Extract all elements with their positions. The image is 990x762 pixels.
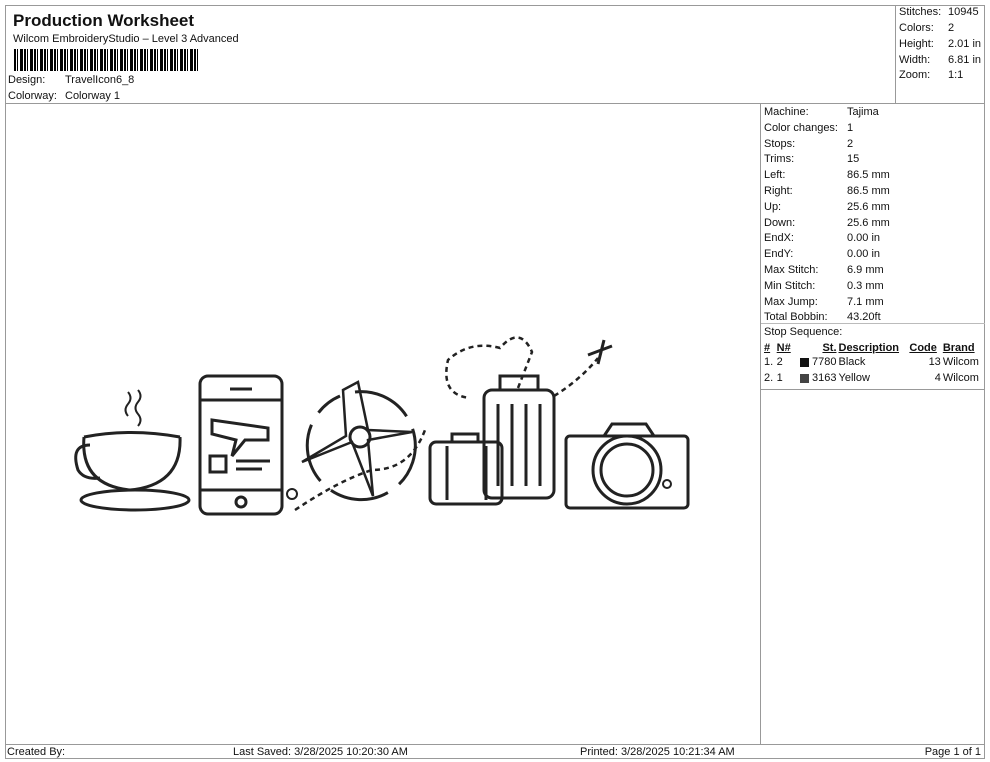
machine-info-value: 43.20ft — [847, 311, 881, 324]
machine-info-label: Max Stitch: — [764, 264, 819, 276]
machine-info-value: 2 — [847, 137, 854, 150]
cell: 7780 — [812, 356, 837, 368]
page-title: Production Worksheet — [13, 11, 195, 30]
smartphone-icon — [198, 374, 284, 516]
machine-info-value: 15 — [847, 153, 860, 166]
cell: 2 — [776, 356, 783, 368]
col-header: Description — [838, 342, 900, 354]
machine-info-label: Max Jump: — [764, 295, 818, 308]
stop-sequence-label: Stop Sequence: — [764, 326, 843, 338]
stat-value: 6.81 in — [948, 54, 982, 66]
col-header: St. — [822, 342, 837, 354]
stat-value: 2.01 in — [948, 38, 982, 50]
machine-info-value: 0.00 in — [847, 248, 881, 261]
stat-label: Height: — [899, 38, 934, 50]
machine-info-label: Down: — [764, 216, 796, 229]
divider — [761, 323, 985, 324]
machine-info-value: 0.3 mm — [847, 279, 884, 292]
cell: 1. — [764, 356, 774, 368]
machine-info-label: Right: — [764, 185, 793, 197]
stop-sequence-table: # N# St. Description Code Brand 1. 2 778… — [763, 342, 985, 386]
coffee-cup-icon — [74, 389, 191, 512]
color-swatch — [800, 373, 810, 383]
machine-info-label: Left: — [764, 169, 786, 182]
machine-info-label: Trims: — [764, 153, 795, 166]
stat-value: 1:1 — [948, 69, 964, 81]
cell: 13 — [928, 356, 941, 368]
color-swatch — [800, 357, 810, 367]
design-value: TravelIcon6_8 — [65, 74, 135, 86]
barcode — [14, 49, 200, 71]
machine-info-value: 0.00 in — [847, 232, 881, 245]
table-row: 2. 1 3163 Yellow 4 Wilcom — [763, 370, 985, 386]
cell: Yellow — [838, 372, 870, 384]
table-row: 1. 2 7780 Black 13 Wilcom — [763, 354, 985, 370]
created-by: Created By: — [7, 746, 66, 758]
page-number: Page 1 of 1 — [924, 746, 981, 758]
machine-info-value: Tajima — [847, 106, 879, 118]
cell: Wilcom — [942, 356, 979, 368]
machine-info-label: Color changes: — [764, 121, 838, 134]
cell: 1 — [776, 372, 783, 384]
colorway-value: Colorway 1 — [65, 90, 121, 102]
cell: 4 — [934, 372, 941, 384]
design-label: Design: — [8, 74, 46, 86]
cell: 2. — [764, 372, 774, 384]
camera-icon — [564, 422, 690, 510]
cell: 3163 — [812, 372, 837, 384]
col-header: Brand — [942, 342, 975, 354]
stat-label: Stitches: — [899, 6, 942, 18]
stat-value: 10945 — [948, 6, 979, 18]
machine-info-label: Machine: — [764, 106, 809, 118]
worksheet-frame — [5, 5, 985, 759]
col-header: Code — [909, 342, 937, 354]
machine-info-value: 1 — [847, 121, 854, 134]
machine-info-label: Stops: — [764, 137, 796, 150]
machine-info-label: Total Bobbin: — [764, 311, 828, 324]
machine-info-label: EndX: — [764, 232, 794, 245]
stat-label: Zoom: — [899, 69, 931, 81]
printed-date: Printed: 3/28/2025 10:21:34 AM — [580, 746, 735, 758]
software-name: Wilcom EmbroideryStudio – Level 3 Advanc… — [13, 33, 239, 45]
machine-info-label: Min Stitch: — [764, 279, 816, 292]
cell: Black — [838, 356, 866, 368]
machine-info-label: EndY: — [764, 248, 794, 261]
machine-info-value: 86.5 mm — [847, 169, 890, 182]
machine-info-label: Up: — [764, 200, 782, 213]
luggage-icon — [428, 336, 613, 506]
col-header: N# — [776, 342, 791, 354]
cell: Wilcom — [942, 372, 979, 384]
colorway-label: Colorway: — [8, 90, 57, 102]
embroidery-design-preview — [74, 336, 690, 516]
footer: Created By: Last Saved: 3/28/2025 10:20:… — [5, 744, 985, 760]
machine-info-value: 6.9 mm — [847, 264, 884, 276]
machine-info-value: 7.1 mm — [847, 295, 884, 308]
stat-value: 2 — [948, 22, 955, 34]
stat-label: Width: — [899, 54, 931, 66]
last-saved: Last Saved: 3/28/2025 10:20:30 AM — [233, 746, 408, 758]
col-header: # — [764, 342, 771, 354]
header: Production Worksheet Wilcom EmbroiderySt… — [5, 5, 895, 104]
stat-label: Colors: — [899, 22, 934, 34]
machine-info-value: 25.6 mm — [847, 200, 890, 213]
divider — [760, 390, 761, 744]
compass-icon — [286, 380, 427, 512]
stats-box: Stitches: 10945 Colors: 2 Height: 2.01 in W… — [895, 5, 985, 104]
machine-info-value: 25.6 mm — [847, 216, 890, 229]
machine-info-value: 86.5 mm — [847, 185, 890, 197]
